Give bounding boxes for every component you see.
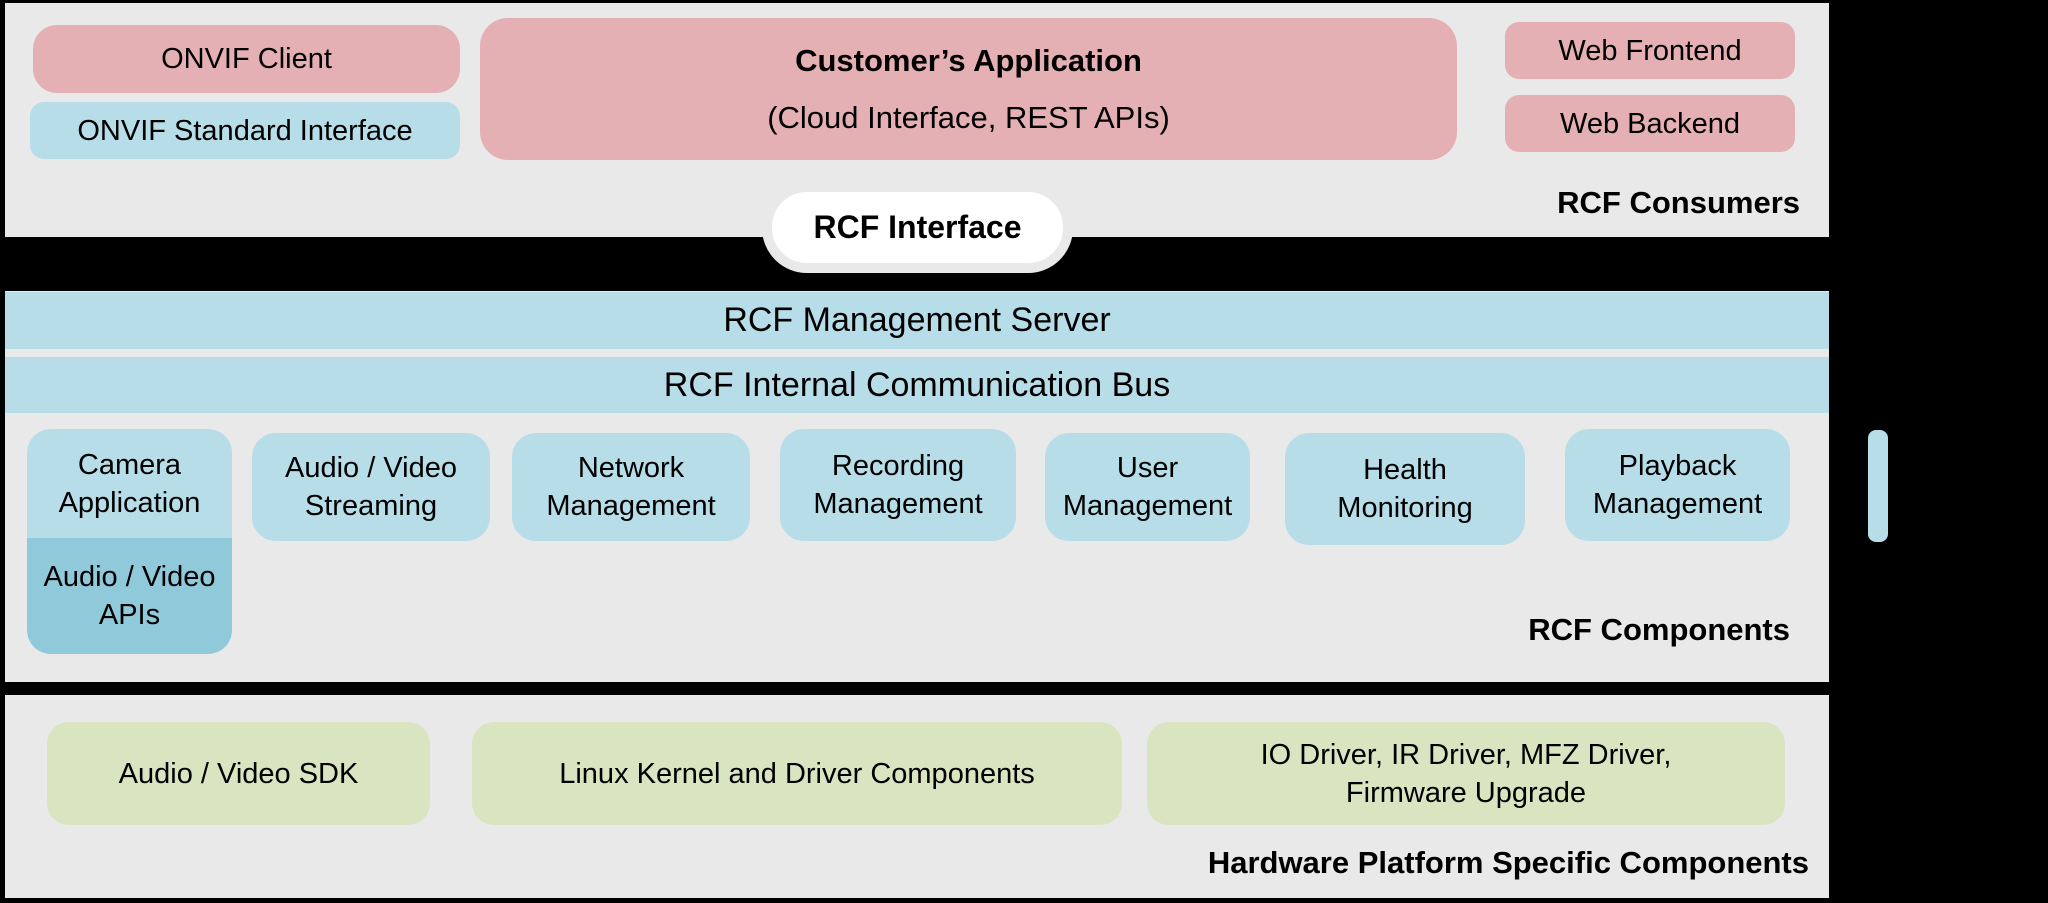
rcf-management-server-bar: RCF Management Server — [5, 292, 1829, 349]
component-camera-application: Camera Application — [27, 429, 232, 538]
component-playback-management: Playback Management — [1565, 429, 1790, 541]
customer-application-subtitle: (Cloud Interface, REST APIs) — [767, 100, 1170, 135]
component-audio-video-streaming: Audio / Video Streaming — [252, 433, 490, 541]
linux-kernel-box: Linux Kernel and Driver Components — [472, 722, 1122, 825]
rcf-consumers-label: RCF Consumers — [1557, 185, 1800, 220]
audio-video-sdk-box: Audio / Video SDK — [47, 722, 430, 825]
web-frontend-box: Web Frontend — [1505, 22, 1795, 79]
io-driver-box: IO Driver, IR Driver, MFZ Driver, Firmwa… — [1147, 722, 1785, 825]
rcf-components-label: RCF Components — [1528, 612, 1790, 647]
component-health-monitoring: Health Monitoring — [1285, 433, 1525, 545]
web-backend-box: Web Backend — [1505, 95, 1795, 152]
side-accent-bar — [1868, 430, 1888, 542]
rcf-internal-communication-bus-bar: RCF Internal Communication Bus — [5, 357, 1829, 413]
onvif-standard-interface-box: ONVIF Standard Interface — [30, 102, 460, 159]
rcf-components-panel: RCF Management Server RCF Internal Commu… — [5, 291, 1829, 682]
component-network-management: Network Management — [512, 433, 750, 541]
rcf-consumers-panel: ONVIF Client ONVIF Standard Interface Cu… — [5, 3, 1829, 237]
onvif-client-box: ONVIF Client — [33, 25, 460, 93]
component-recording-management: Recording Management — [780, 429, 1016, 541]
component-user-management: User Management — [1045, 433, 1250, 541]
customer-application-title: Customer’s Application — [795, 43, 1142, 78]
hardware-platform-label: Hardware Platform Specific Components — [1207, 845, 1809, 880]
audio-video-apis-box: Audio / Video APIs — [27, 538, 232, 654]
hardware-panel: Audio / Video SDK Linux Kernel and Drive… — [5, 695, 1829, 898]
rcf-interface-pill: RCF Interface — [762, 182, 1073, 273]
customer-application-box: Customer’s Application (Cloud Interface,… — [480, 18, 1457, 160]
